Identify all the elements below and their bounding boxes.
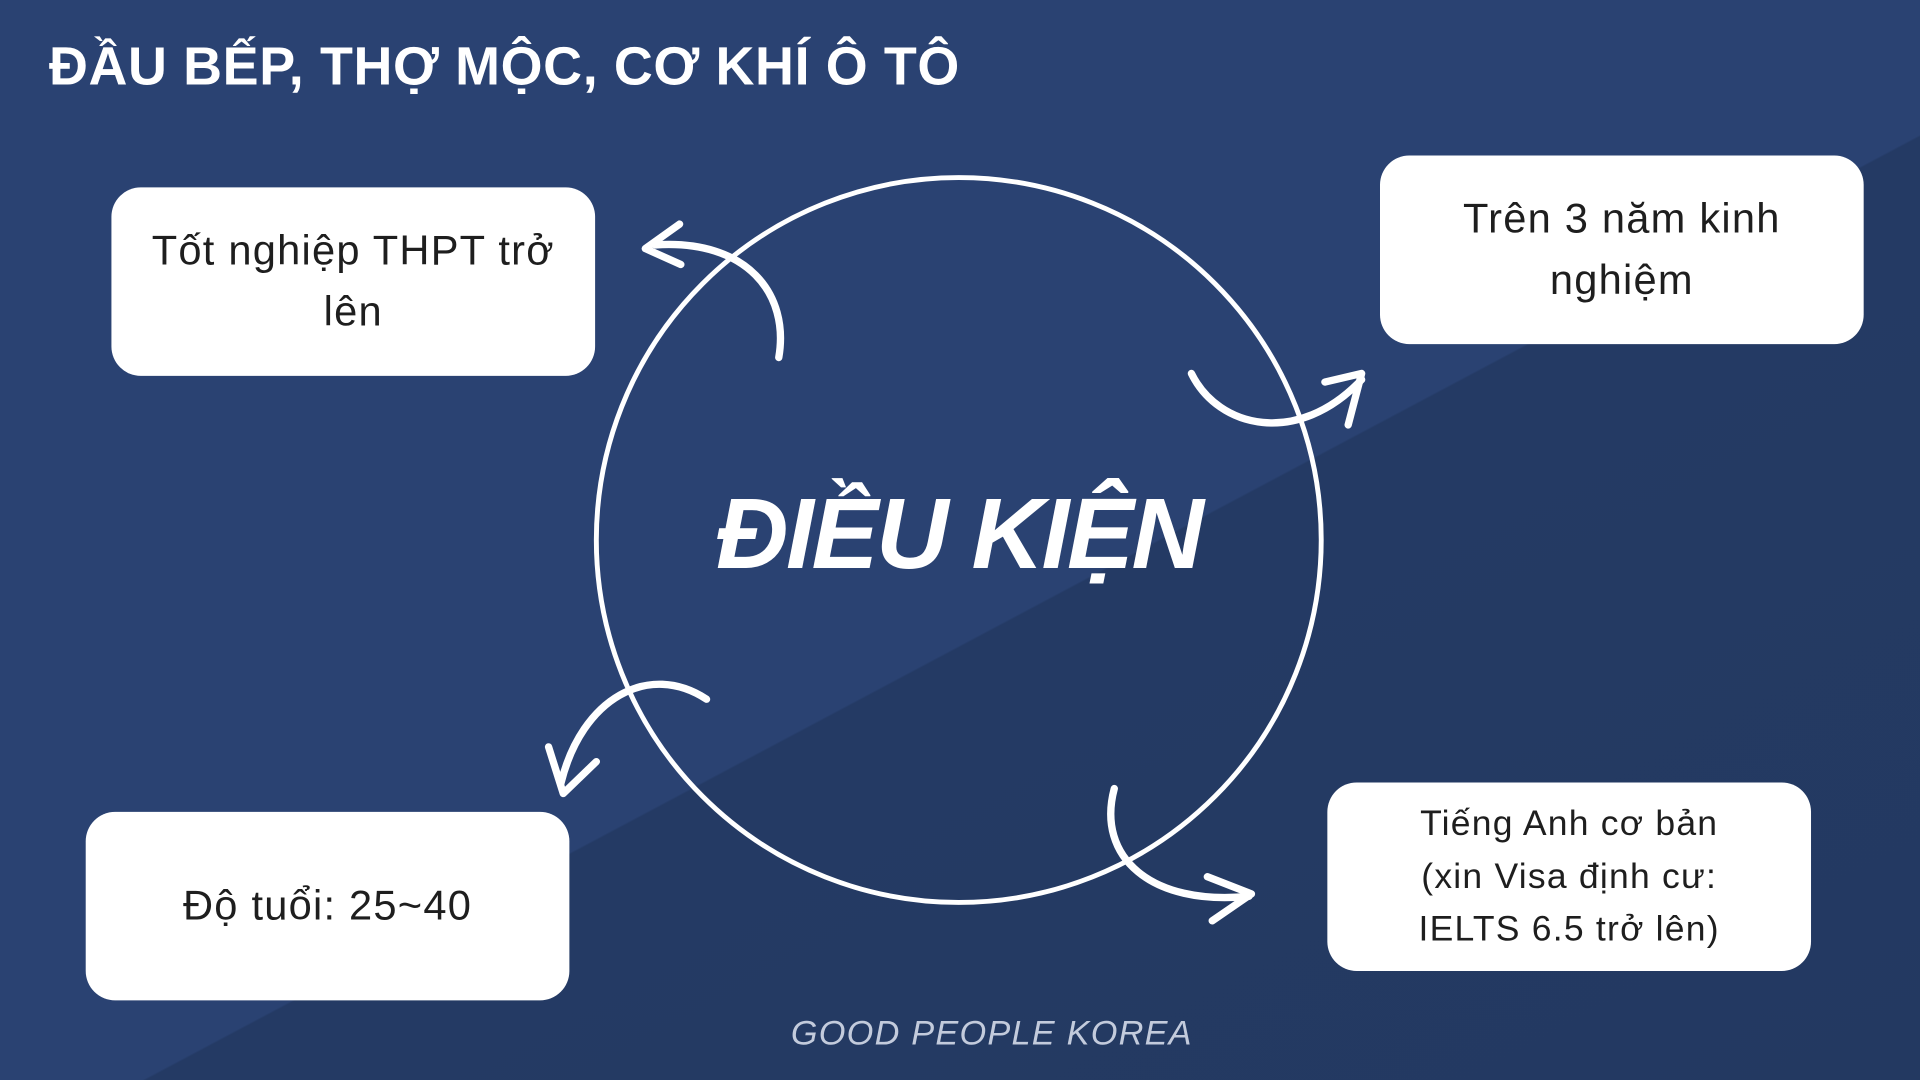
slide-title: ĐẦU BẾP, THỢ MỘC, CƠ KHÍ Ô TÔ — [48, 36, 960, 97]
arrow-icon-bottom-left — [544, 680, 711, 798]
condition-english: Tiếng Anh cơ bản (xin Visa định cư: IELT… — [1327, 782, 1812, 972]
condition-experience: Trên 3 năm kinh nghiệm — [1380, 155, 1864, 345]
condition-text: Tiếng Anh cơ bản (xin Visa định cư: IELT… — [1418, 803, 1720, 949]
center-label: ĐIỀU KIỆN — [715, 478, 1204, 591]
condition-age: Độ tuổi: 25~40 — [85, 811, 570, 1001]
condition-text: Độ tuổi: 25~40 — [182, 882, 473, 930]
condition-text: Tốt nghiệp THPT trở lên — [151, 227, 555, 336]
condition-text: Trên 3 năm kinh nghiệm — [1462, 195, 1781, 304]
arrow-icon-bottom-right — [1107, 784, 1256, 925]
condition-education: Tốt nghiệp THPT trở lên — [111, 187, 596, 376]
arrow-icon-top-right — [1187, 369, 1366, 429]
arrow-icon-top-left — [641, 220, 785, 362]
footer-brand: GOOD PEOPLE KOREA — [790, 1013, 1193, 1052]
center-circle — [593, 175, 1324, 905]
